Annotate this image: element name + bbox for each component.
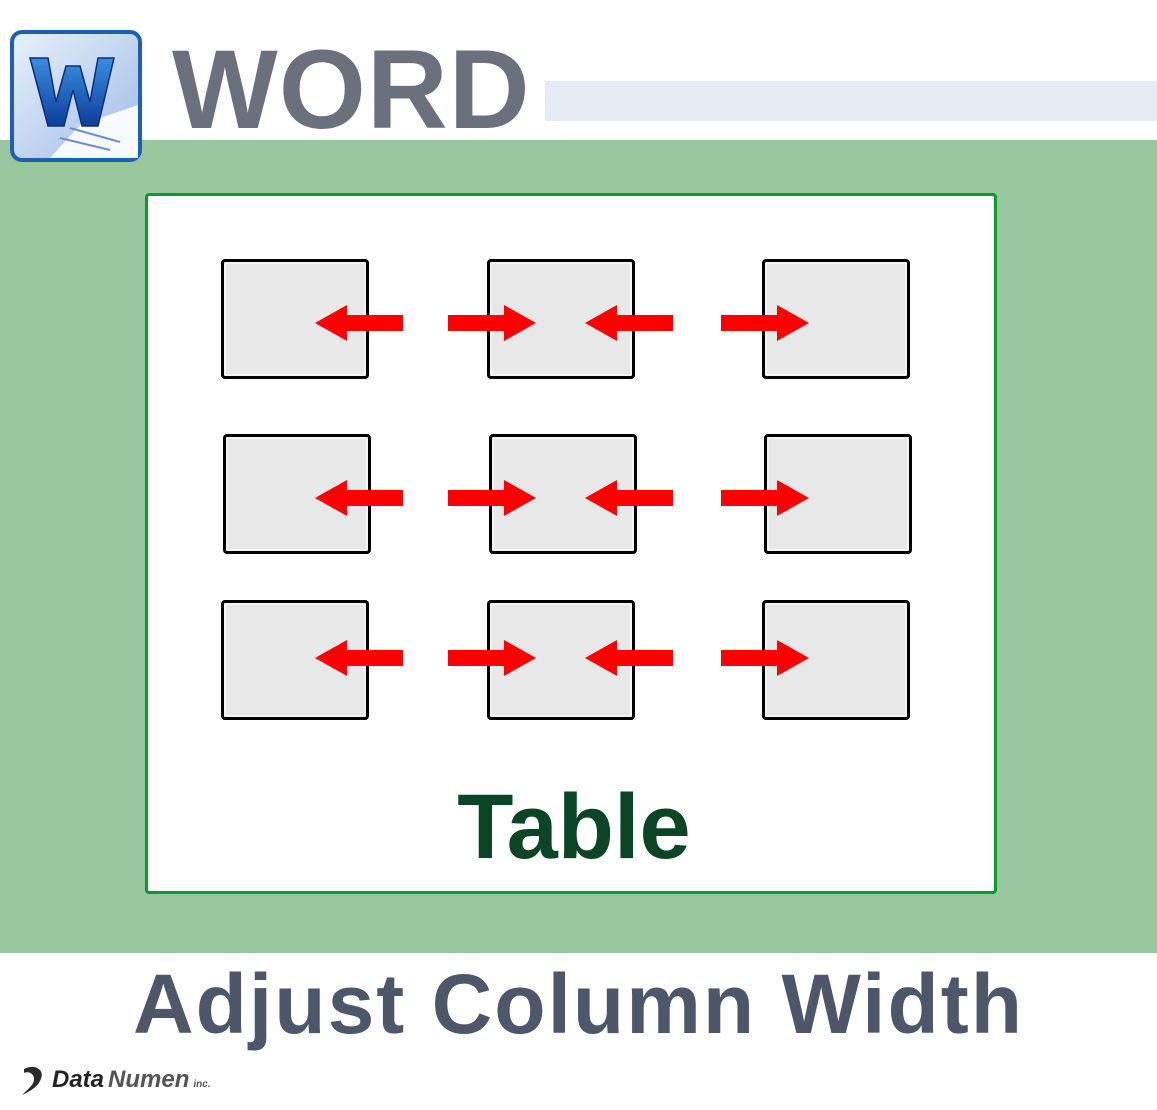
- arrow-left-icon: [585, 640, 673, 676]
- arrow-left-icon: [585, 480, 673, 516]
- arrow-left-icon: [585, 305, 673, 341]
- brand-suffix: inc.: [193, 1079, 211, 1090]
- page-title: Adjust Column Width: [132, 957, 1025, 1051]
- word-logo-icon: [10, 30, 142, 162]
- header-accent-band: [545, 81, 1157, 121]
- arrow-left-icon: [315, 305, 403, 341]
- arrow-right-icon: [448, 640, 536, 676]
- table-label: Table: [457, 776, 691, 878]
- arrow-right-icon: [721, 480, 809, 516]
- arrow-left-icon: [315, 480, 403, 516]
- app-title: WORD: [172, 27, 531, 152]
- arrow-right-icon: [448, 480, 536, 516]
- arrow-left-icon: [315, 640, 403, 676]
- brand-name-data: Data: [52, 1066, 105, 1093]
- arrow-right-icon: [721, 305, 809, 341]
- arrow-right-icon: [721, 640, 809, 676]
- datanumen-swirl-icon: [22, 1066, 42, 1095]
- brand-name-numen: Numen: [108, 1066, 190, 1093]
- table-illustration-frame: Table: [145, 193, 997, 894]
- arrow-right-icon: [448, 305, 536, 341]
